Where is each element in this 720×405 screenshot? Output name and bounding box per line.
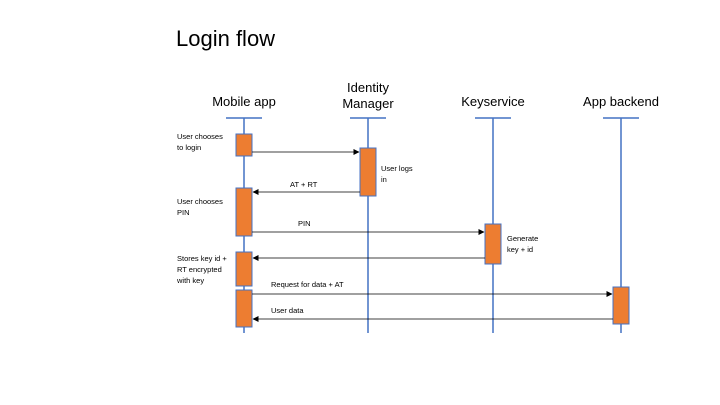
note-user-logs-in: User logs in [381,164,413,184]
actor-app-backend: App backend [583,94,659,110]
actor-label: Mobile app [212,94,276,109]
actor-label: App backend [583,94,659,109]
activation-mobile-store [235,251,253,287]
note-generate-key: Generate key + id [507,234,539,254]
message-label-at-rt: AT + RT [290,180,318,189]
activation-mobile-request [235,289,253,328]
note-stores-key: Stores key id + RT encrypted with key [177,254,227,285]
note-user-chooses-pin: User chooses PIN [177,197,223,217]
note-user-chooses-login: User chooses to login [177,132,223,152]
actor-identity-manager: Identity Manager [342,80,393,112]
activation-app-backend [612,286,630,325]
diagram-title: Login flow [176,26,276,51]
activation-keyservice [484,223,502,265]
activation-mobile-login [235,133,253,157]
actor-keyservice: Keyservice [461,94,525,110]
actor-mobile-app: Mobile app [212,94,276,110]
activation-identity-manager [359,147,377,197]
message-label-request-data: Request for data + AT [271,280,344,289]
message-label-pin: PIN [298,219,311,228]
message-label-user-data: User data [271,306,304,315]
actor-label: Keyservice [461,94,525,109]
actor-label: Identity Manager [342,80,394,111]
activation-mobile-pin [235,187,253,237]
